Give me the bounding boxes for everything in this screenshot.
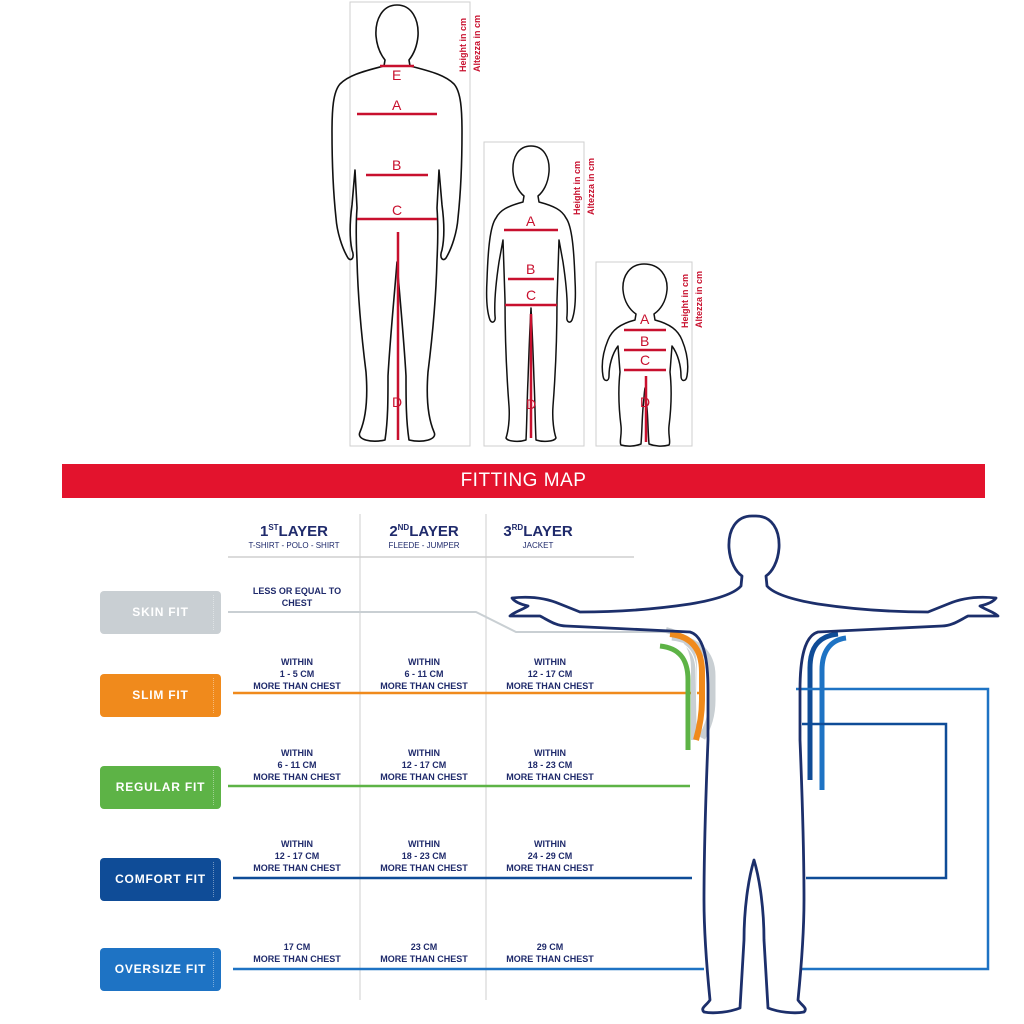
layer-3-header: 3RDLAYER JACKET (478, 520, 598, 552)
measurement-figures (331, 1, 693, 447)
adult-letter-b: B (392, 157, 402, 173)
toddler-letter-b: B (640, 333, 650, 349)
adult-letter-d: D (392, 394, 403, 410)
adult-letter-c: C (392, 202, 403, 218)
child-letter-d: D (526, 396, 537, 412)
child-figure (485, 145, 577, 443)
layer-2-header: 2NDLAYER FLEEDE - JUMPER (364, 520, 484, 552)
comfort-fit-button[interactable]: COMFORT FIT (100, 858, 221, 901)
slim-fit-button[interactable]: SLIM FIT (100, 674, 221, 717)
layer-1-subtitle: T-SHIRT - POLO - SHIRT (248, 541, 340, 550)
child-height-box (483, 141, 585, 447)
layer-1-header: 1STLAYER T-SHIRT - POLO - SHIRT (234, 520, 354, 552)
oversize-fit-button[interactable]: OVERSIZE FIT (100, 948, 221, 991)
layer-2-subtitle: FLEEDE - JUMPER (388, 541, 460, 550)
toddler-letter-a: A (640, 311, 650, 327)
child-letter-a: A (526, 213, 536, 229)
toddler-letter-d: D (640, 394, 651, 410)
adult-letter-a: A (392, 97, 402, 113)
child-letter-c: C (526, 287, 537, 303)
regular-fit-button[interactable]: REGULAR FIT (100, 766, 221, 809)
toddler-height-box (595, 261, 693, 447)
fitting-map-banner: FITTING MAP (62, 464, 985, 498)
skin-fit-button[interactable]: SKIN FIT (100, 591, 221, 634)
child-letter-b: B (526, 261, 536, 277)
layer-3-subtitle: JACKET (522, 541, 554, 550)
toddler-letter-c: C (640, 352, 651, 368)
fitting-body-figure (508, 514, 1000, 1015)
adult-letter-e: E (392, 67, 402, 83)
